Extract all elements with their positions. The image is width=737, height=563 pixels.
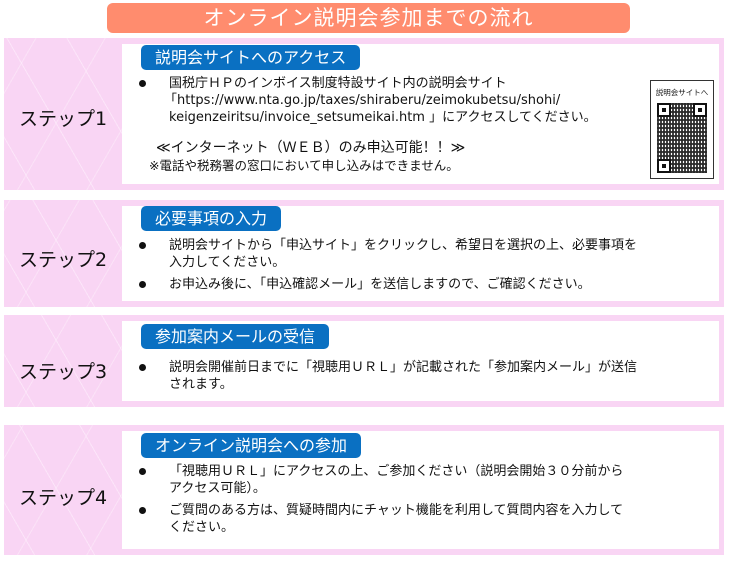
- step-label: ステップ2: [18, 249, 108, 271]
- decorative-pattern: [4, 38, 122, 190]
- bullet-icon: [139, 507, 146, 514]
- step-heading: オンライン説明会への参加: [141, 433, 362, 458]
- bullet-icon: [139, 242, 146, 249]
- qr-label: 説明会サイトへ: [655, 88, 709, 97]
- bullet-list: 説明会開催前日までに「視聴用ＵＲＬ」が記載された「参加案内メール」が送信 されま…: [132, 359, 709, 398]
- list-item: 説明会サイトから「申込サイト」をクリックし、希望日を選択の上、必要事項を 入力し…: [132, 237, 709, 271]
- page-title: オンライン説明会参加までの流れ: [107, 3, 630, 33]
- bullet-icon: [139, 468, 146, 475]
- web-only-note: ≪インターネット（ＷＥＢ）のみ申込可能！！≫: [156, 140, 466, 156]
- decorative-pattern: [4, 315, 122, 407]
- step-body: オンライン説明会への参加 「視聴用ＵＲＬ」にアクセスの上、ご参加ください（説明会…: [122, 431, 719, 549]
- decorative-pattern: [4, 425, 122, 555]
- step-2: ステップ2 必要事項の入力 説明会サイトから「申込サイト」をクリックし、希望日を…: [4, 200, 724, 307]
- step-heading: 参加案内メールの受信: [141, 324, 330, 349]
- bullet-icon: [139, 281, 146, 288]
- bullet-list: 説明会サイトから「申込サイト」をクリックし、希望日を選択の上、必要事項を 入力し…: [132, 237, 709, 298]
- qr-finder-icon: [657, 159, 671, 173]
- site-url[interactable]: 「https://www.nta.go.jp/taxes/shiraberu/z…: [164, 93, 561, 108]
- step-body: 参加案内メールの受信 説明会開催前日までに「視聴用ＵＲＬ」が記載された「参加案内…: [122, 321, 719, 401]
- step-label: ステップ4: [18, 487, 108, 509]
- step-heading: 説明会サイトへのアクセス: [141, 45, 361, 70]
- list-item: ご質問のある方は、質疑時間内にチャット機能を利用して質問内容を入力して ください…: [132, 502, 709, 536]
- step-body: 説明会サイトへのアクセス 国税庁ＨＰのインボイス制度特設サイト内の説明会サイト …: [122, 44, 719, 184]
- qr-finder-icon: [657, 103, 671, 117]
- qr-finder-icon: [693, 103, 707, 117]
- step-body: 必要事項の入力 説明会サイトから「申込サイト」をクリックし、希望日を選択の上、必…: [122, 206, 719, 301]
- list-item: お申込み後に、「申込確認メール」を送信しますので、ご確認ください。: [132, 276, 709, 293]
- decorative-pattern: [4, 200, 122, 307]
- step-4: ステップ4 オンライン説明会への参加 「視聴用ＵＲＬ」にアクセスの上、ご参加くだ…: [4, 425, 724, 555]
- bullet-list: 国税庁ＨＰのインボイス制度特設サイト内の説明会サイト 「https://www.…: [132, 75, 709, 131]
- list-item: 説明会開催前日までに「視聴用ＵＲＬ」が記載された「参加案内メール」が送信 されま…: [132, 359, 709, 393]
- no-phone-note: ※電話や税務署の窓口において申し込みはできません。: [149, 158, 459, 173]
- bullet-icon: [139, 80, 146, 87]
- list-item: 国税庁ＨＰのインボイス制度特設サイト内の説明会サイト 「https://www.…: [132, 75, 709, 126]
- step-label: ステップ3: [18, 361, 108, 383]
- bullet-list: 「視聴用ＵＲＬ」にアクセスの上、ご参加ください（説明会開始３０分前から アクセス…: [132, 463, 709, 541]
- step-heading: 必要事項の入力: [141, 206, 282, 231]
- step-3: ステップ3 参加案内メールの受信 説明会開催前日までに「視聴用ＵＲＬ」が記載され…: [4, 315, 724, 407]
- qr-box[interactable]: 説明会サイトへ: [650, 80, 714, 179]
- bullet-icon: [139, 364, 146, 371]
- step-1: ステップ1 説明会サイトへのアクセス 国税庁ＨＰのインボイス制度特設サイト内の説…: [4, 38, 724, 190]
- step-label: ステップ1: [18, 108, 108, 130]
- list-item: 「視聴用ＵＲＬ」にアクセスの上、ご参加ください（説明会開始３０分前から アクセス…: [132, 463, 709, 497]
